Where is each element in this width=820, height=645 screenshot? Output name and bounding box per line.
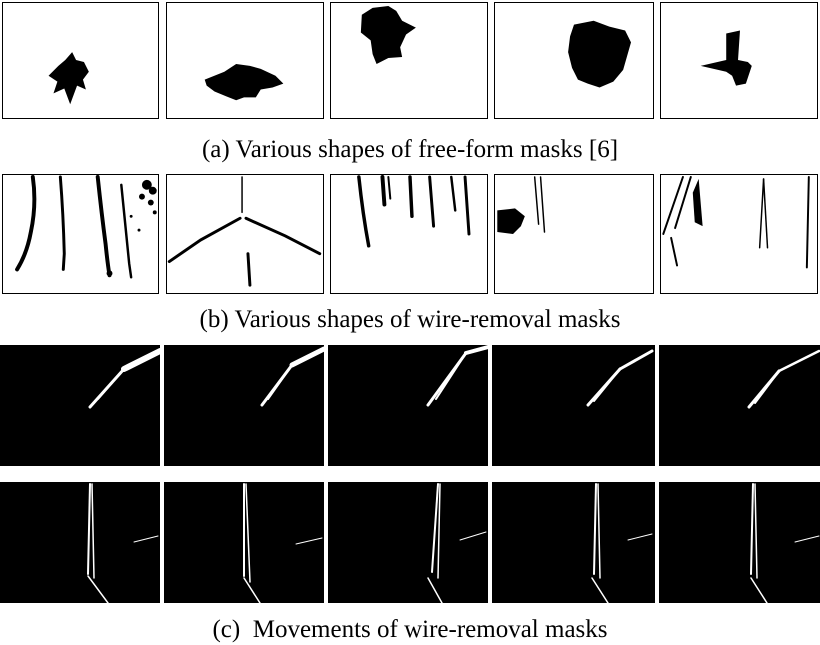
free-form-mask-2 <box>204 63 284 101</box>
wire-mask-panel-2 <box>166 174 324 294</box>
movement-frame-2-1 <box>0 482 160 603</box>
wire-mask-panel-1 <box>2 174 159 294</box>
movement-frame-1-4 <box>492 345 655 466</box>
wire-movement-2-4 <box>591 483 653 603</box>
wire-mask-4 <box>497 176 546 234</box>
wire-mask-3 <box>357 175 471 248</box>
wire-movement-2-3 <box>427 483 487 603</box>
wire-mask-panel-5 <box>660 174 818 294</box>
wire-movement-1-5 <box>747 349 820 409</box>
movement-frame-2-4 <box>492 482 655 603</box>
wire-movement-2-1 <box>87 483 159 603</box>
caption-b: (b) Various shapes of wire-removal masks <box>199 306 621 333</box>
free-form-mask-panel-3 <box>330 2 488 119</box>
caption-a: (a) Various shapes of free-form masks [6… <box>201 136 619 163</box>
free-form-mask-panel-4 <box>494 2 654 119</box>
free-form-mask-5 <box>700 30 752 86</box>
free-form-mask-3 <box>360 5 416 64</box>
free-form-mask-4 <box>568 20 632 88</box>
wire-movement-1-3 <box>426 345 488 407</box>
free-form-mask-panel-1 <box>2 2 159 119</box>
wire-movement-1-4 <box>586 349 654 407</box>
wire-mask-panel-4 <box>494 174 654 294</box>
movement-frame-2-5 <box>659 482 820 603</box>
wire-movement-2-5 <box>750 483 820 603</box>
free-form-mask-panel-2 <box>166 2 324 119</box>
movement-frame-1-1 <box>0 345 160 466</box>
wire-movement-2-2 <box>243 483 323 603</box>
movement-frame-2-2 <box>164 482 324 603</box>
movement-frame-1-3 <box>328 345 488 466</box>
movement-frame-1-5 <box>659 345 820 466</box>
free-form-mask-panel-5 <box>660 2 818 119</box>
caption-c: (c) Movements of wire-removal masks <box>212 616 608 643</box>
wire-mask-panel-3 <box>330 174 488 294</box>
wire-movement-1-2 <box>260 346 324 407</box>
movement-frame-2-3 <box>328 482 488 603</box>
wire-movement-1-1 <box>88 348 160 409</box>
movement-frame-1-2 <box>164 345 324 466</box>
wire-mask-1 <box>15 175 157 279</box>
wire-mask-2 <box>167 176 322 287</box>
free-form-mask-1 <box>48 52 89 105</box>
wire-mask-5 <box>662 175 810 269</box>
